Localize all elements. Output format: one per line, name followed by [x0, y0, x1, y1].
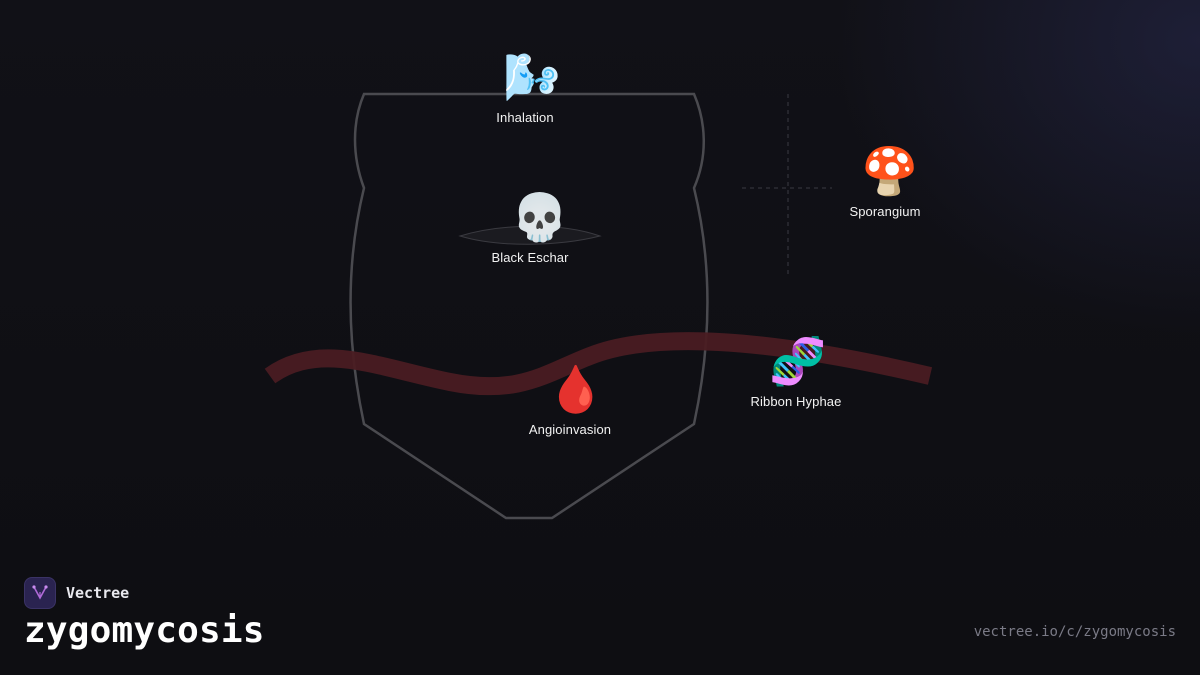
skull-icon: 💀: [511, 190, 569, 244]
node-label: Black Eschar: [491, 250, 569, 265]
brand[interactable]: Vectree: [24, 577, 129, 609]
node-inhalation[interactable]: 🌬️ Inhalation: [452, 50, 612, 125]
node-label: Angioinvasion: [528, 422, 612, 437]
node-angioinvasion[interactable]: 🩸 Angioinvasion: [496, 362, 656, 437]
blood-vessel: [264, 332, 933, 396]
node-label: Sporangium: [849, 204, 921, 219]
node-ribbon-hyphae[interactable]: 🧬 Ribbon Hyphae: [718, 334, 878, 409]
wind-face-icon: 🌬️: [503, 50, 561, 104]
brand-name: Vectree: [66, 584, 130, 602]
mushroom-icon: 🍄: [861, 144, 919, 198]
sinus-outline: [349, 92, 709, 520]
vectree-logo-icon: [24, 577, 56, 609]
node-label: Inhalation: [496, 110, 554, 125]
blood-drop-icon: 🩸: [547, 362, 605, 416]
node-black-eschar[interactable]: 💀 Black Eschar: [460, 190, 620, 265]
node-sporangium[interactable]: 🍄 Sporangium: [810, 144, 970, 219]
page-url[interactable]: vectree.io/c/zygomycosis: [973, 624, 1176, 640]
dna-icon: 🧬: [769, 334, 827, 388]
eschar-lesion: [458, 225, 602, 245]
page-title: zygomycosis: [24, 610, 265, 651]
node-label: Ribbon Hyphae: [750, 394, 842, 409]
